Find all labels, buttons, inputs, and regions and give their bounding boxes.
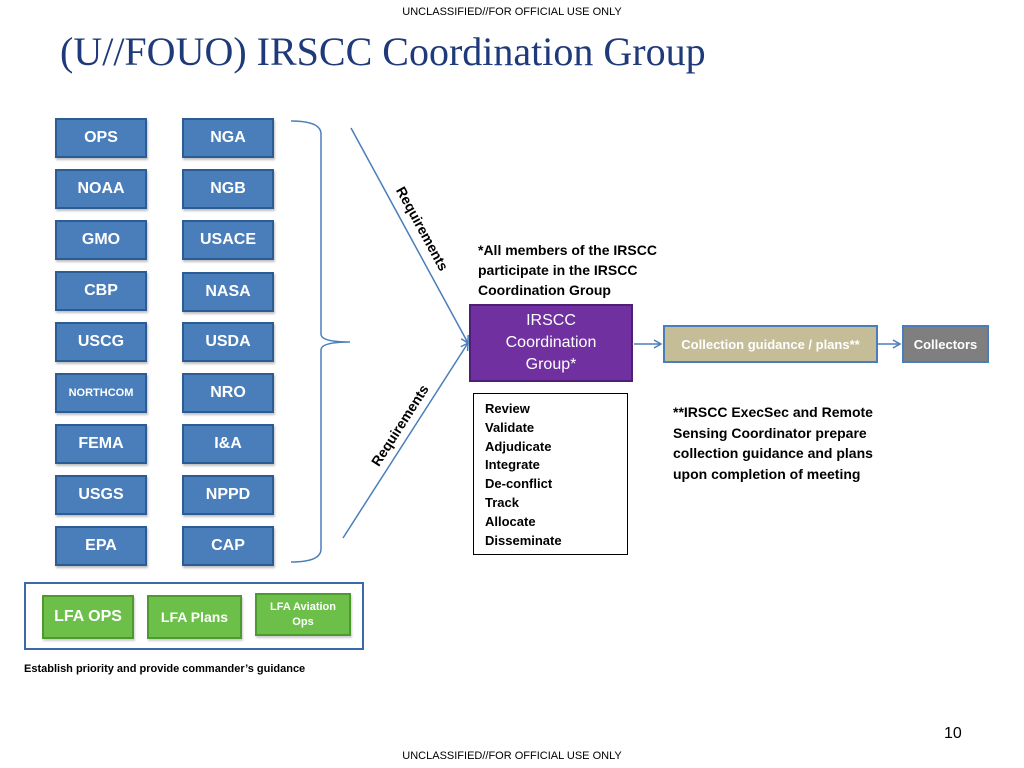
irscc-box-line3: Group* [525,356,577,373]
irscc-coordination-group-box: IRSCC Coordination Group* [469,304,633,382]
agency-box-nppd: NPPD [182,475,274,515]
classification-banner-top: UNCLASSIFIED//FOR OFFICIAL USE ONLY [402,6,622,18]
agency-box-noaa: NOAA [55,169,147,209]
task-item: Allocate [485,513,536,529]
task-item: Integrate [485,457,540,473]
agency-box-ngb: NGB [182,169,274,209]
lfa-ops-box: LFA OPS [42,595,134,639]
agency-box-usace: USACE [182,220,274,260]
agency-box-epa: EPA [55,526,147,566]
irscc-box-label: IRSCC Coordination Group* [506,310,597,376]
agency-grouping-bracket [290,120,351,563]
task-item: Adjudicate [485,438,552,454]
collectors-box: Collectors [902,325,989,363]
page-number: 10 [944,725,962,742]
lfa-aviation-label: LFA Aviation Ops [270,600,336,630]
members-note: *All members of the IRSCC participate in… [478,242,657,298]
task-item: De-conflict [485,476,553,492]
agency-box-uscg: USCG [55,322,147,362]
requirements-label-lower: Requirements [368,382,432,469]
lfa-aviation-line1: LFA Aviation [270,600,336,613]
task-item: Review [485,401,530,416]
agency-box-nro: NRO [182,373,274,413]
requirements-arrow-lower [342,341,469,539]
task-item: Track [485,494,519,510]
agency-box-northcom: NORTHCOM [55,373,147,413]
collection-guidance-box: Collection guidance / plans** [663,325,878,363]
agency-box-usgs: USGS [55,475,147,515]
lfa-aviation-line2: Ops [292,615,314,628]
execsec-note: **IRSCC ExecSec and Remote Sensing Coord… [673,404,873,482]
irscc-box-line1: IRSCC [526,312,576,329]
lfa-aviation-ops-box: LFA Aviation Ops [255,593,351,636]
agency-box-gmo: GMO [55,220,147,260]
agency-box-cap: CAP [182,526,274,566]
agency-box-ops: OPS [55,118,147,158]
agency-box-usda: USDA [182,322,274,362]
task-item: Validate [485,419,535,435]
requirements-arrow-upper [350,127,469,345]
agency-box-cbp: CBP [55,271,147,311]
slide-title: (U//FOUO) IRSCC Coordination Group [60,29,706,74]
agency-box-fema: FEMA [55,424,147,464]
classification-banner-bottom: UNCLASSIFIED//FOR OFFICIAL USE ONLY [402,750,622,762]
guidance-caption: Establish priority and provide commander… [24,663,306,675]
lfa-plans-box: LFA Plans [147,595,242,639]
irscc-box-line2: Coordination [505,334,597,351]
agency-box-ia: I&A [182,424,274,464]
task-item: Disseminate [485,532,562,548]
agency-box-nga: NGA [182,118,274,158]
agency-box-nasa: NASA [182,272,274,312]
tasks-list: Review Validate Adjudicate Integrate De-… [473,393,628,555]
